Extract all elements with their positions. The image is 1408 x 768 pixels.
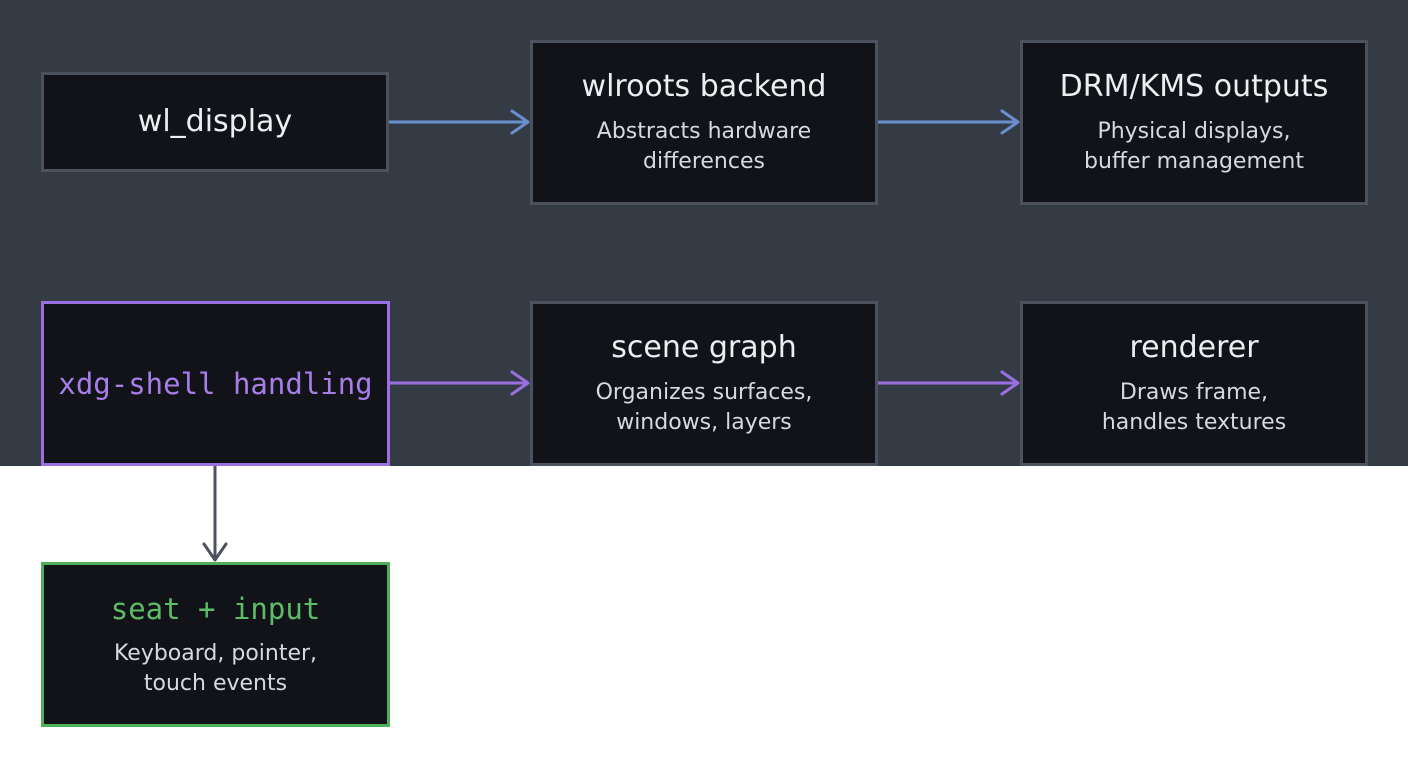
node-renderer: renderer Draws frame, handles textures [1020,301,1368,466]
node-title: xdg-shell handling [58,366,373,401]
node-title: scene graph [611,329,797,365]
node-title: seat + input [110,591,321,626]
node-description: Abstracts hardware differences [596,118,812,174]
node-description: Physical displays, buffer management [1083,118,1304,174]
node-description: Organizes surfaces, windows, layers [595,379,813,435]
edge-xdg-shell-to-scene-graph [389,370,530,396]
node-wlroots-backend: wlroots backend Abstracts hardware diffe… [530,40,878,205]
node-title: wl_display [137,104,293,139]
node-title: DRM/KMS outputs [1059,68,1329,104]
edge-xdg-shell-to-seat-input [202,465,228,562]
node-drm-kms-outputs: DRM/KMS outputs Physical displays, buffe… [1020,40,1368,205]
edge-scene-graph-to-renderer [877,370,1020,396]
node-wl-display: wl_display [41,72,389,172]
edge-wlroots-backend-to-drm-kms [877,109,1020,135]
node-description: Keyboard, pointer, touch events [113,640,318,696]
node-description: Draws frame, handles textures [1101,379,1287,435]
node-xdg-shell-handling: xdg-shell handling [41,301,390,466]
node-title: wlroots backend [581,68,827,104]
node-seat-input: seat + input Keyboard, pointer, touch ev… [41,562,390,727]
node-scene-graph: scene graph Organizes surfaces, windows,… [530,301,878,466]
edge-wl-display-to-wlroots-backend [389,109,530,135]
node-title: renderer [1129,329,1259,365]
